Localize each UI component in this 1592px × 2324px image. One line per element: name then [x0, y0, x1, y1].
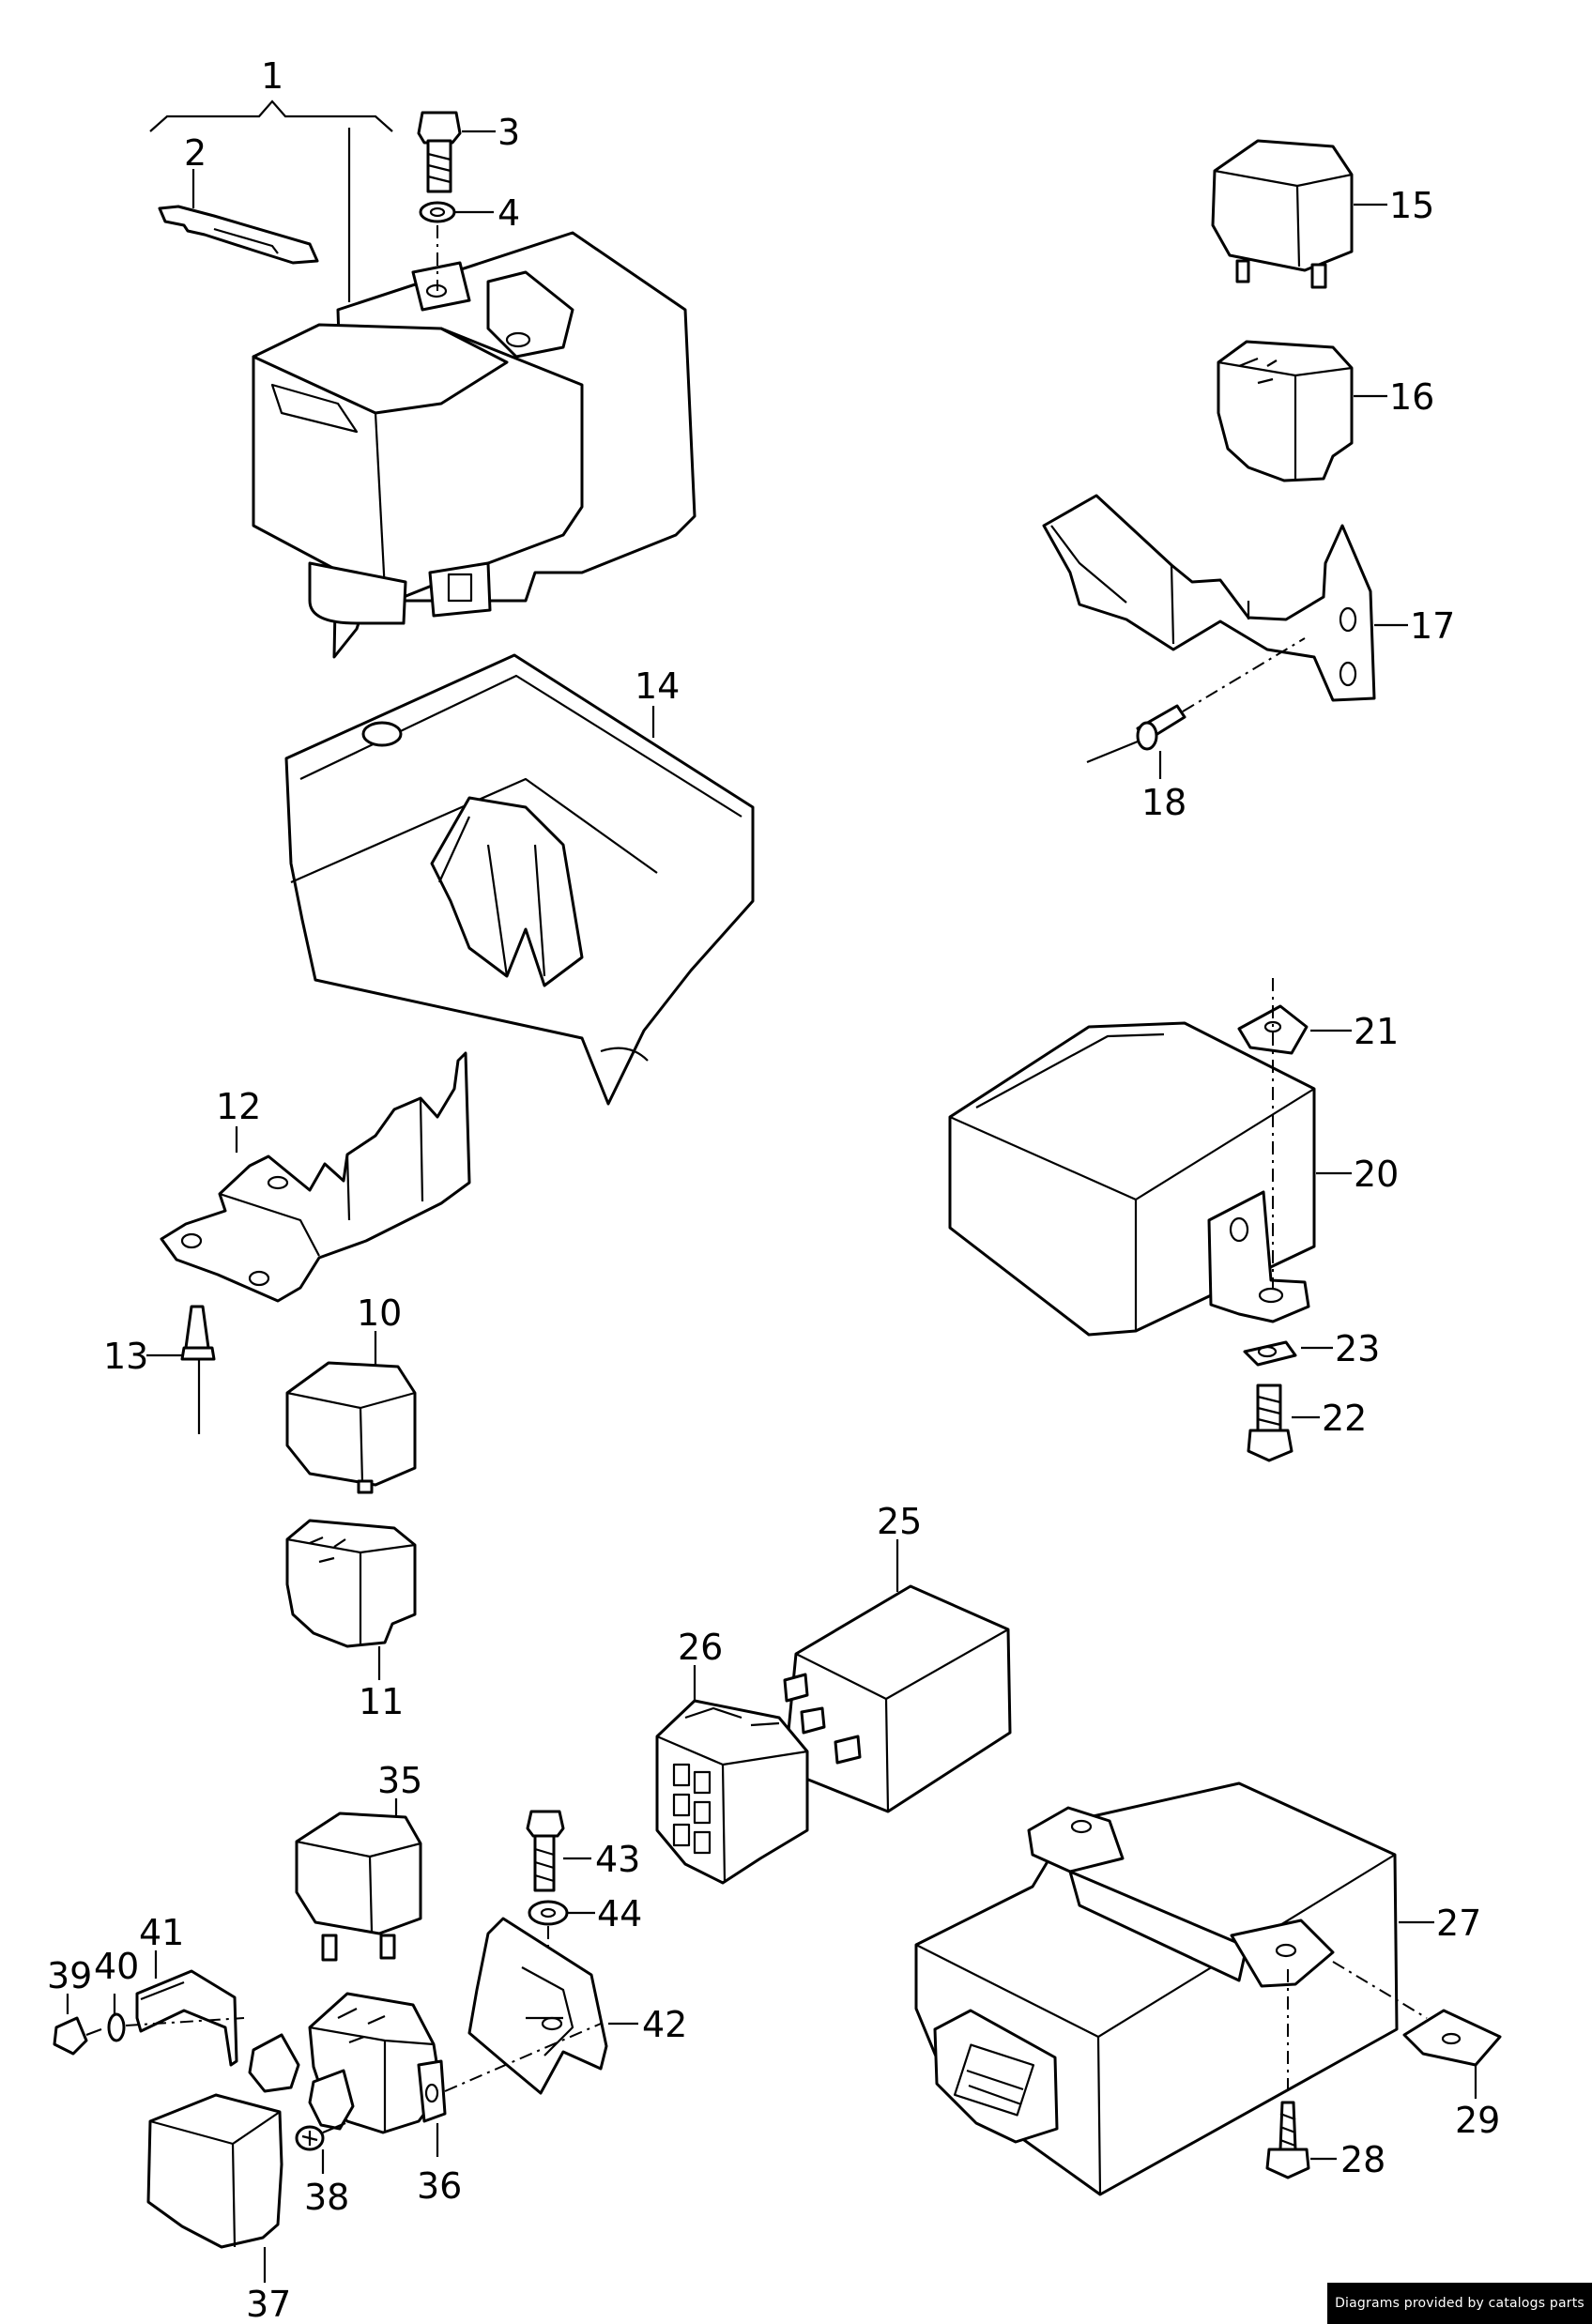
callout-23: 23 — [1335, 1328, 1380, 1369]
part-13-rivet — [146, 1305, 216, 1434]
part-18-rivet — [1086, 637, 1306, 779]
callout-41: 41 — [139, 1912, 184, 1953]
part-36-relay-base — [248, 1992, 602, 2157]
callout-37: 37 — [246, 2284, 291, 2324]
part-4-washer — [419, 201, 494, 291]
callout-29: 29 — [1455, 2100, 1500, 2141]
part-21-clip-nut — [1237, 978, 1352, 1288]
callout-22: 22 — [1322, 1398, 1367, 1439]
callout-3: 3 — [498, 112, 520, 153]
callout-11: 11 — [359, 1681, 404, 1722]
part-16-socket — [1217, 340, 1387, 482]
callout-18: 18 — [1141, 782, 1186, 823]
part-35-relay — [295, 1798, 422, 1962]
callout-43: 43 — [595, 1839, 640, 1880]
callout-40: 40 — [94, 1946, 139, 1987]
part-26-connector — [655, 1665, 809, 1885]
callout-13: 13 — [103, 1336, 148, 1377]
callout-12: 12 — [216, 1086, 261, 1127]
part-29-clip-nut — [1402, 2009, 1502, 2099]
part-14-tray — [284, 653, 755, 1106]
callout-16: 16 — [1389, 376, 1434, 418]
callout-35: 35 — [377, 1760, 422, 1801]
part-10-relay — [285, 1331, 417, 1494]
part-40-washer — [107, 1994, 245, 2042]
callout-1: 1 — [261, 55, 283, 97]
part-43-bolt — [526, 1810, 591, 1892]
callout-17: 17 — [1410, 605, 1455, 647]
callout-27: 27 — [1436, 1903, 1481, 1944]
part-28-screw — [1265, 1969, 1337, 2179]
callout-26: 26 — [678, 1627, 723, 1668]
part-22-screw — [1247, 1384, 1320, 1462]
callout-44: 44 — [597, 1893, 642, 1934]
part-20-module — [948, 1021, 1352, 1337]
part-37-cover — [146, 2093, 283, 2283]
footer-credit: Diagrams provided by catalogs parts — [1327, 2283, 1592, 2324]
part-2-strip — [158, 169, 319, 265]
part-25-module — [783, 1539, 1012, 1813]
callout-4: 4 — [498, 192, 520, 234]
part-41-clip — [135, 1950, 238, 2067]
part-23-washer — [1243, 1340, 1333, 1367]
callout-15: 15 — [1389, 185, 1434, 226]
part-38-screw — [295, 2121, 346, 2174]
part-12-bracket — [160, 1051, 471, 1303]
callout-14: 14 — [635, 665, 680, 707]
part-42-plate — [467, 1917, 638, 2095]
callout-25: 25 — [877, 1501, 922, 1542]
callout-labels: 1 2 3 4 10 11 12 13 14 15 16 17 18 20 21… — [47, 55, 1500, 2324]
part-27-module — [914, 1781, 1434, 2196]
part-39-screw — [53, 1994, 102, 2056]
part-15-relay — [1211, 139, 1387, 289]
callout-28: 28 — [1340, 2139, 1385, 2180]
part-3-bolt — [417, 111, 496, 193]
callout-2: 2 — [184, 132, 207, 174]
callout-39: 39 — [47, 1955, 92, 1996]
part-11-socket — [285, 1519, 417, 1680]
part-17-bracket — [1042, 494, 1408, 702]
callout-36: 36 — [417, 2165, 462, 2207]
part-1-control-unit — [149, 99, 696, 659]
callout-38: 38 — [304, 2177, 349, 2218]
callout-10: 10 — [357, 1292, 402, 1334]
callout-20: 20 — [1354, 1154, 1399, 1195]
callout-21: 21 — [1354, 1011, 1399, 1052]
callout-42: 42 — [642, 2004, 687, 2045]
